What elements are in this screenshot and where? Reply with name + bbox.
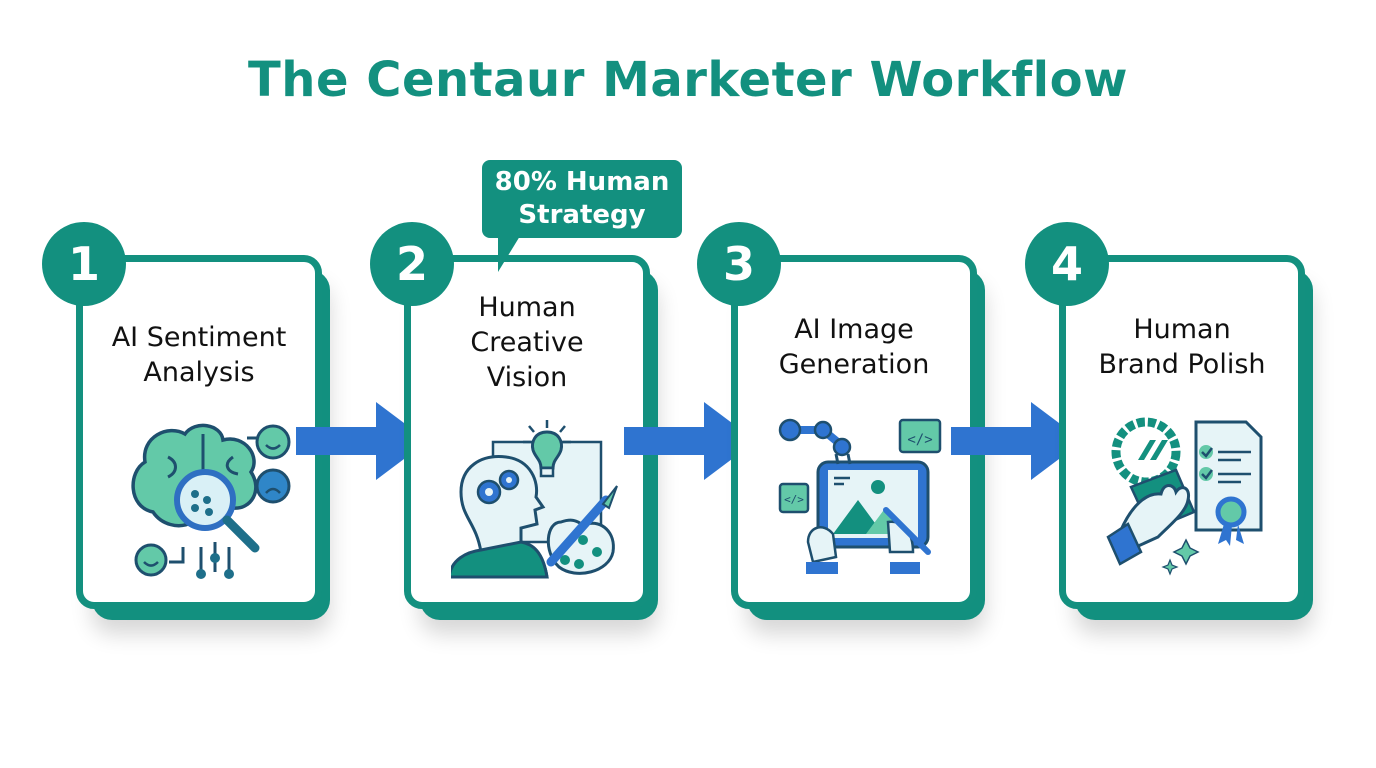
step-number-badge: 4: [1025, 222, 1109, 306]
human-lightbulb-palette-icon: [451, 420, 618, 579]
step-label-line: AI Sentiment: [111, 322, 287, 353]
svg-text:</>: </>: [784, 493, 804, 506]
step-label: AI Image Generation: [738, 312, 970, 382]
step-number-badge: 3: [697, 222, 781, 306]
card-body: Human Brand Polish: [1059, 255, 1305, 609]
step-4-card: Human Brand Polish 4: [1025, 222, 1333, 630]
step-label-line: Human: [1133, 314, 1231, 345]
step-label-line: Human: [478, 292, 576, 323]
step-label-line: Analysis: [143, 357, 255, 388]
arrow-right-icon: [296, 402, 428, 480]
card-body: AI Image Generation </> </>: [731, 255, 977, 609]
step-label: Human Brand Polish: [1066, 312, 1298, 382]
step-label: AI Sentiment Analysis: [83, 320, 315, 390]
card-body: AI Sentiment Analysis: [76, 255, 322, 609]
human-strategy-callout: 80% Human Strategy: [482, 160, 682, 238]
arrow-right-icon: [951, 402, 1083, 480]
step-label-line: Generation: [778, 349, 930, 380]
step-2-card: Human Creative Vision 2: [370, 222, 678, 630]
arrow-right-icon: [624, 402, 756, 480]
robot-arm-tablet-icon: </> </>: [778, 418, 942, 574]
step-number-badge: 1: [42, 222, 126, 306]
step-3-card: AI Image Generation </> </> 3: [697, 222, 1005, 630]
step-number-badge: 2: [370, 222, 454, 306]
callout-tail: [498, 236, 520, 272]
callout-line: 80% Human: [494, 167, 670, 197]
card-body: Human Creative Vision: [404, 255, 650, 609]
step-label-line: Brand Polish: [1098, 349, 1266, 380]
page-title: The Centaur Marketer Workflow: [248, 52, 1128, 108]
step-label-line: AI Image: [794, 314, 914, 345]
hand-polish-certificate-icon: [1106, 417, 1263, 576]
step-label: Human Creative Vision: [411, 290, 643, 395]
step-label-line: Creative: [470, 327, 584, 358]
svg-text:</>: </>: [907, 432, 932, 448]
brain-magnifier-sentiment-icon: [131, 423, 291, 579]
step-label-line: Vision: [486, 362, 568, 393]
step-1-card: AI Sentiment Analysis 1: [42, 222, 350, 630]
callout-line: Strategy: [518, 200, 646, 230]
